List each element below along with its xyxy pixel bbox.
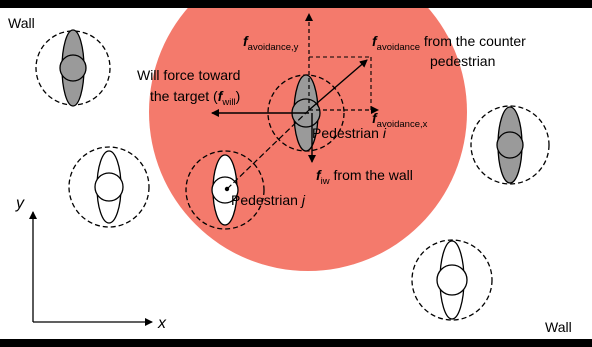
top-wall (0, 0, 592, 8)
pedestrian-j-text: Pedestrian (231, 192, 302, 208)
pedestrian-i-label: Pedestrian i (312, 125, 387, 141)
wall-top-label: Wall (8, 15, 35, 31)
pedestrian-j-var: j (300, 192, 306, 208)
iw-symbol: f (316, 167, 322, 183)
avoidance-sub: avoidance (377, 42, 420, 53)
avoidance-y-sub: avoidance,y (248, 42, 299, 53)
pedestrian-white-left (68, 146, 150, 228)
pedestrian-grey-top-left (35, 29, 111, 107)
will-force-line1: Will force toward (137, 67, 240, 83)
iw-sub: iw (321, 176, 330, 187)
avoidance-text1: from the counter (420, 33, 526, 49)
will-force-line2: the target (fwill) (150, 88, 240, 108)
avoidance-x-symbol: f (372, 110, 378, 126)
pedestrian-white-bottom-right (411, 239, 493, 321)
iw-text: from the wall (330, 167, 413, 183)
will-sub: will (221, 97, 235, 108)
will-force-post: ) (236, 88, 241, 104)
pedestrian-grey-right (470, 105, 550, 185)
avoidance-symbol: f (372, 33, 378, 49)
pedestrian-j-label: Pedestrian j (231, 192, 306, 208)
avoidance-label-line1: favoidance from the counter (372, 33, 526, 53)
will-symbol: f (218, 88, 224, 104)
avoidance-x-sub: avoidance,x (377, 119, 428, 130)
avoidance-arrow (308, 59, 368, 111)
pedestrian-j (185, 150, 265, 230)
pedestrian-i-text: Pedestrian (312, 125, 383, 141)
avoidance-text2: pedestrian (430, 53, 495, 69)
y-axis-label: y (15, 195, 25, 212)
pedestrian-j-to-i-line (226, 109, 310, 190)
avoidance-x-label: favoidance,x (372, 110, 428, 130)
avoidance-y-label: favoidance,y (243, 33, 299, 53)
wall-force-label: fiw from the wall (316, 167, 413, 187)
x-axis-label: x (157, 315, 167, 332)
pedestrian-i-var: i (383, 125, 387, 141)
wall-bottom-label: Wall (545, 319, 572, 335)
will-force-pre: the target ( (150, 88, 218, 104)
bottom-wall (0, 339, 592, 347)
avoidance-y-symbol: f (243, 33, 249, 49)
